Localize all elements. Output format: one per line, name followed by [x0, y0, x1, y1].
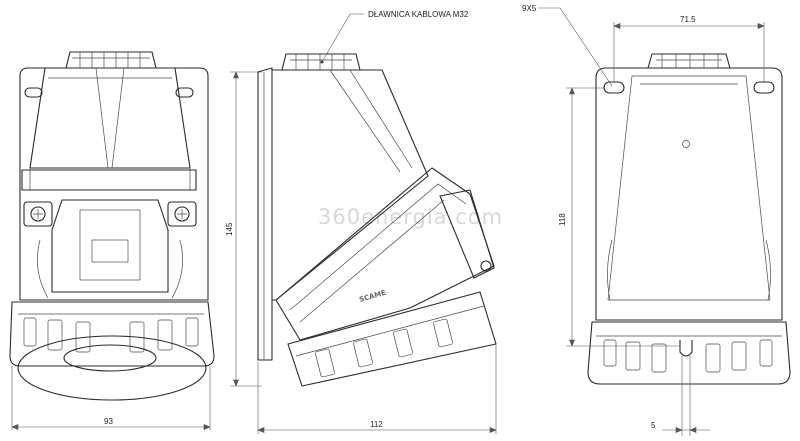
front-view: 93	[9, 51, 215, 430]
socket-face-icon	[63, 344, 157, 372]
mounting-hole-icon	[603, 81, 625, 94]
screw-icon	[174, 206, 190, 222]
dim-front-height: 145	[225, 222, 234, 236]
dim-front-width: 93	[104, 417, 113, 426]
dim-back-hole-spacing: 71.5	[680, 15, 696, 24]
brand-label: SCAME	[358, 289, 387, 304]
mounting-slot-icon	[175, 87, 194, 98]
watermark: 360energia.com	[318, 205, 503, 229]
hole-spec-label: 9X5	[522, 4, 537, 13]
mounting-hole-icon	[753, 81, 775, 94]
mounting-slot-icon	[24, 87, 43, 98]
dim-back-slot-width: 5	[651, 421, 656, 430]
side-view: 145 SCAME DŁAWNICA KABLOWA M32 112	[225, 10, 497, 434]
dim-side-depth: 112	[370, 420, 383, 429]
screw-icon	[30, 206, 46, 222]
cable-gland-label: DŁAWNICA KABLOWA M32	[368, 10, 469, 19]
back-view: 9X5 71.5 118 5	[522, 4, 791, 436]
hinge-pin-icon	[480, 260, 492, 272]
dim-back-hole-height: 118	[558, 213, 567, 226]
drain-slot-icon	[679, 340, 693, 357]
drain-hole-icon	[682, 140, 690, 148]
